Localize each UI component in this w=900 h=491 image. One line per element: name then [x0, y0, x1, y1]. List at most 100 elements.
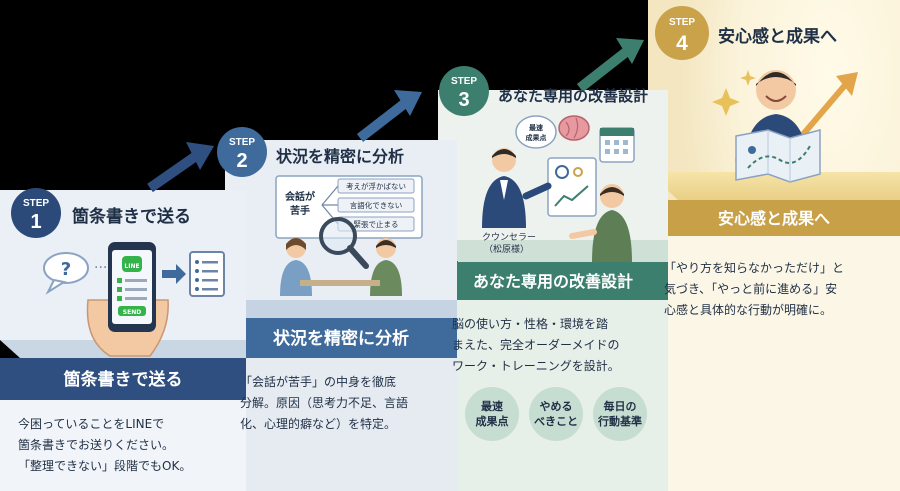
step1-band	[0, 358, 246, 400]
sparkle-icon	[740, 70, 756, 86]
step2-heading: 状況を精密に分析	[276, 147, 404, 166]
rising-arrows	[147, 38, 644, 193]
magnifier-icon	[319, 217, 369, 269]
step4-band	[648, 200, 900, 236]
step3-description: 脳の使い方・性格・環境を踏 まえた、完全オーダーメイドの ワーク・トレーニングを…	[452, 316, 620, 373]
step3-desc-line2: まえた、完全オーダーメイドの	[452, 337, 620, 352]
step2-step-word: STEP	[229, 137, 255, 148]
growth-arrow-head	[836, 72, 858, 96]
line-app-label: LINE	[124, 263, 139, 270]
step1-circle: STEP 1	[11, 188, 61, 238]
step4-illustration	[712, 70, 858, 183]
analyst-person-icon	[370, 238, 402, 296]
line-app-icon	[122, 256, 142, 272]
badge-fastest-result: 最速 成果点	[465, 387, 519, 441]
step3-band-label: あなた専用の改善設計	[473, 272, 633, 291]
calendar-icon	[599, 127, 635, 163]
badge3-line2: 行動基準	[597, 414, 642, 428]
list-document-icon	[189, 251, 225, 297]
step1-number: 1	[30, 211, 41, 233]
step1-desc-line1: 今困っていることをLINEで	[18, 416, 164, 431]
board-title-line1: 会話が	[285, 190, 316, 203]
step2-desc-line3: 化、心理的癖など）を特定。	[240, 416, 396, 431]
counselor-person-icon	[482, 148, 552, 228]
checklist-lines	[117, 278, 147, 301]
step4-step-word: STEP	[669, 17, 695, 28]
step2-band	[225, 318, 457, 358]
step4-band-label: 安心感と成果へ	[718, 209, 830, 228]
step4-desc-line3: 心感と具体的な行動が明確に。	[664, 302, 832, 317]
step2-band-label: 状況を精密に分析	[273, 328, 409, 349]
step2-desc-line1: 「会話が苦手」の中身を徹底	[240, 374, 396, 389]
gear-icon	[573, 167, 583, 177]
badge-things-to-stop: やめる べきこと	[529, 387, 583, 441]
badge1-line2: 成果点	[476, 414, 509, 428]
step4-ledge	[648, 172, 900, 200]
client-person-icon	[280, 238, 312, 296]
step3-number: 3	[458, 89, 469, 111]
step1-desc-line3: 「整理できない」段階でもOK。	[18, 458, 191, 473]
arrow-3-to-4	[576, 38, 644, 92]
step1-desc-panel	[0, 400, 246, 491]
table-icon	[300, 280, 380, 286]
bubble-text-line2: 成果点	[526, 133, 547, 142]
step3-desc-line1: 脳の使い方・性格・環境を踏	[452, 316, 608, 331]
arrow-2-to-3	[356, 90, 422, 142]
board-item-box	[337, 197, 415, 213]
chart-document-icon	[547, 157, 597, 217]
board-item-box	[337, 178, 415, 194]
step4-circle: STEP 4	[655, 6, 709, 60]
step4-desc-line2: 気づき、「やっと前に進める」安	[664, 281, 837, 296]
step2-circle: STEP 2	[217, 127, 267, 177]
send-button	[118, 306, 146, 316]
board-title-line2: 苦手	[290, 204, 310, 217]
step2-description: 「会話が苦手」の中身を徹底 分解。原因（思考力不足、言語 化、心理的癖など）を特…	[240, 374, 408, 431]
step4-number: 4	[676, 32, 688, 55]
step1-band-label: 箇条書きで送る	[64, 369, 183, 390]
step1-desc-line2: 箇条書きでお送りください。	[18, 437, 174, 452]
gear-icon	[555, 165, 569, 179]
step3-illustration: 最速 成果点 クウンセラー （松原様）	[482, 115, 635, 262]
counselor-label-line1: クウンセラー	[482, 232, 536, 243]
badge-daily-standard: 毎日の 行動基準	[593, 387, 647, 441]
sparkle-icon	[712, 88, 740, 116]
arrow-1-to-2	[147, 142, 214, 193]
badge2-line1: やめる	[540, 400, 573, 413]
step2-illustration: 会話が 苦手 考えが浮かばない 言語化できない 緊張で止まる	[275, 175, 423, 296]
step3-band	[438, 262, 668, 300]
board-item-3: 緊張で止まる	[354, 219, 399, 229]
question-mark: ?	[61, 259, 71, 280]
badge2-line2: べきこと	[534, 415, 578, 428]
question-bubble-icon: ?	[43, 252, 89, 295]
step4-desc-line1: 「やり方を知らなかっただけ」と	[664, 260, 844, 275]
map-icon	[735, 129, 821, 183]
badge3-line1: 毎日の	[604, 399, 637, 413]
step3-ledge	[438, 240, 668, 262]
step1-description: 今困っていることをLINEで 箇条書きでお送りください。 「整理できない」段階で…	[18, 416, 191, 473]
step2-desc-panel	[225, 358, 457, 491]
board-item-2: 言語化できない	[350, 200, 403, 210]
step1-illustration: ? ··· LINE SEND	[43, 242, 225, 357]
send-label: SEND	[123, 309, 141, 316]
step1-step-word: STEP	[23, 198, 49, 209]
brain-icon	[558, 115, 590, 141]
step4-description: 「やり方を知らなかっただけ」と 気づき、「やっと前に進める」安 心感と具体的な行…	[664, 260, 844, 317]
badge1-line1: 最速	[481, 399, 503, 413]
step1-heading: 箇条書きで送る	[72, 206, 191, 227]
step3-heading: あなた専用の改善設計	[498, 87, 648, 105]
bubble-text-line1: 最速	[529, 123, 543, 132]
step2-ledge	[225, 300, 457, 318]
step2-number: 2	[236, 150, 247, 172]
counselor-label-line2: （松原様）	[484, 243, 529, 255]
step3-circle: STEP 3	[439, 66, 489, 116]
thought-bubble: 最速 成果点	[515, 115, 557, 149]
step4-desc-panel	[648, 236, 900, 491]
step3-desc-line3: ワーク・トレーニングを設計。	[452, 358, 620, 373]
step3-step-word: STEP	[451, 76, 477, 87]
step3-badges: 最速 成果点 やめる べきこと 毎日の 行動基準	[465, 387, 647, 441]
hand-holding-phone-icon: LINE SEND	[86, 242, 169, 357]
dots-icon: ···	[94, 260, 107, 276]
step4-heading: 安心感と成果へ	[718, 26, 837, 47]
